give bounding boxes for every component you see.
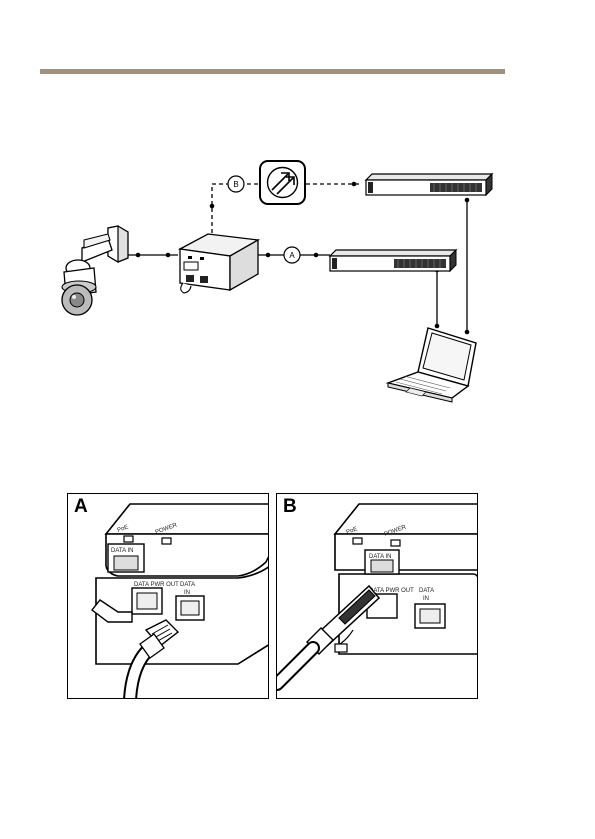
midspan-top bbox=[106, 504, 269, 534]
in-label: IN bbox=[423, 596, 429, 602]
poe-led bbox=[353, 538, 362, 544]
poe-midspan-icon bbox=[180, 234, 258, 293]
connector-dot bbox=[266, 253, 271, 258]
connector-dot bbox=[465, 198, 470, 203]
connector-dot bbox=[435, 324, 440, 329]
connector-dot bbox=[314, 253, 319, 258]
ptz-dome-camera-icon bbox=[62, 226, 128, 315]
network-router-icon bbox=[260, 161, 305, 204]
network-switch-top-icon bbox=[366, 174, 492, 195]
connection-panel-b: B PoE POWER DATA IN DATA PWR OUT DATA IN bbox=[276, 493, 478, 699]
panel-b-illustration: PoE POWER DATA IN DATA PWR OUT DATA IN bbox=[277, 494, 478, 699]
network-switch-bottom-icon bbox=[330, 250, 456, 271]
connector-dot bbox=[166, 253, 171, 258]
callout-a: A bbox=[284, 247, 300, 263]
connector-dot bbox=[136, 253, 141, 258]
in-label: IN bbox=[184, 590, 190, 596]
data-label: DATA bbox=[180, 582, 195, 588]
callout-a-label: A bbox=[289, 251, 295, 260]
panel-a-illustration: PoE POWER DATA IN DATA PWR OUT DATA IN bbox=[68, 494, 269, 699]
callout-b: B bbox=[228, 176, 244, 192]
connector-dot bbox=[465, 330, 470, 335]
data-in-label: DATA IN bbox=[111, 548, 133, 554]
callout-b-label: B bbox=[233, 180, 238, 189]
laptop-icon bbox=[388, 328, 476, 402]
connection-panel-a: A PoE POWER DATA IN DATA PWR OUT DATA IN bbox=[67, 493, 269, 699]
panel-a-letter: A bbox=[74, 496, 88, 518]
data-label: DATA bbox=[419, 588, 434, 594]
connector-dot bbox=[352, 182, 357, 187]
network-diagram: B A bbox=[0, 0, 595, 480]
poe-led bbox=[124, 536, 133, 542]
panel-b-letter: B bbox=[283, 496, 297, 518]
data-in-label: DATA IN bbox=[369, 554, 391, 560]
connector-dot bbox=[210, 204, 215, 209]
data-pwr-out-label: DATA PWR OUT bbox=[134, 582, 179, 588]
power-led bbox=[391, 540, 400, 546]
power-led bbox=[162, 538, 171, 544]
